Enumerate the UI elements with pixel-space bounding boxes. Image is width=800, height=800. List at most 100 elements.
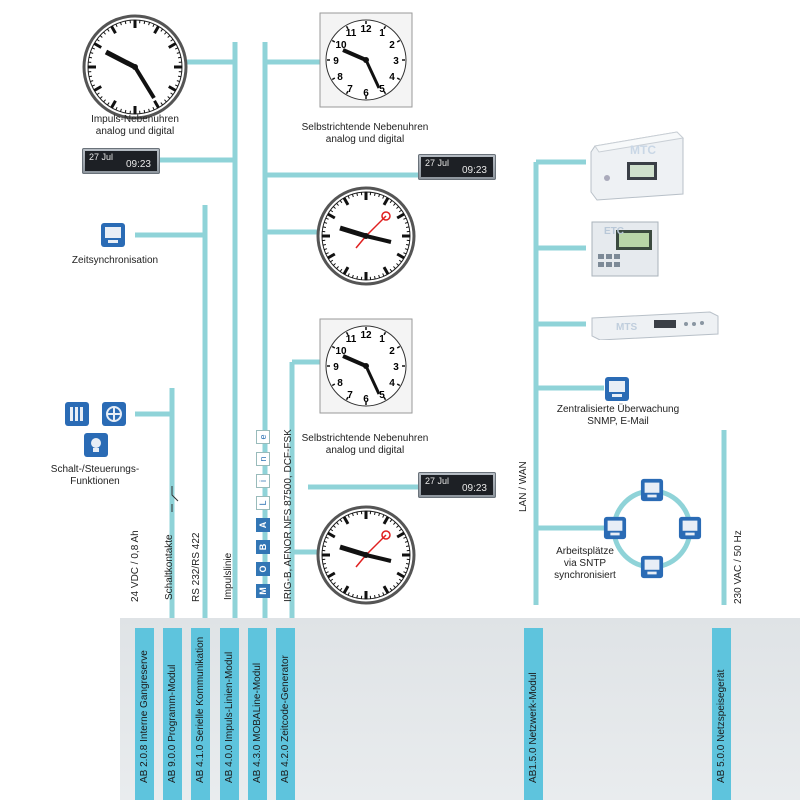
clock-tick	[332, 206, 336, 209]
label-lan: LAN / WAN	[518, 461, 529, 512]
monitor-icon	[101, 223, 125, 247]
clock-tick	[356, 595, 358, 599]
module-ab500: AB 5.0.0 Netzspeisegerät	[712, 628, 731, 800]
clock-tick	[342, 585, 350, 594]
clock-numeral: 10	[335, 40, 347, 51]
clock-tick	[322, 563, 326, 565]
clock-tick	[88, 75, 93, 78]
workstation-icon	[640, 478, 664, 502]
clock-tick	[406, 545, 410, 547]
clock-tick	[351, 274, 354, 279]
clock-tick	[383, 396, 387, 401]
mts-label: MTS	[616, 322, 637, 333]
mobaline-letter: B	[256, 540, 270, 554]
clock-tick	[389, 200, 393, 204]
clock-tick	[323, 567, 328, 570]
caption-impulse-clocks: Impuls-Nebenuhren analog und digital	[91, 114, 179, 137]
clock-tick	[93, 85, 102, 92]
module-label: AB 4.2.0 Zeitcode-Generator	[280, 655, 291, 783]
clock-tick	[330, 259, 334, 263]
clock-tick	[404, 248, 409, 251]
clock-tick	[160, 102, 164, 106]
module-ab420: AB 4.2.0 Zeitcode-Generator	[276, 628, 295, 800]
clock-tick	[322, 244, 326, 246]
clock-tick	[106, 102, 110, 106]
caption-central-monitoring: Zentralisierte Überwachung SNMP, E-Mail	[556, 404, 680, 427]
clock-tick	[167, 35, 171, 38]
module-label: AB 4.0.0 Impuls-Linien-Modul	[224, 651, 235, 783]
clock-tick	[398, 209, 402, 213]
clock-numeral: 8	[337, 378, 343, 389]
clock-tick	[396, 77, 401, 81]
clock-tick	[356, 192, 358, 196]
module-label: AB1.5.0 Netzwerk-Modul	[528, 672, 539, 783]
etc-master-clock: ETC	[591, 221, 659, 277]
clock-tick	[356, 511, 358, 515]
clock-tick	[168, 85, 177, 92]
clock-tick	[90, 80, 94, 82]
label-mains: 230 VAC / 50 Hz	[733, 530, 744, 604]
clock-tick	[404, 540, 409, 543]
digital-display-top-right: 27 Jul 09:23	[418, 154, 496, 180]
clock-numeral: 3	[393, 56, 399, 67]
clock-tick	[393, 521, 396, 525]
clock-tick	[325, 217, 329, 220]
clock-tick	[351, 193, 354, 198]
display-time: 09:23	[461, 483, 487, 494]
clock-tick	[403, 217, 407, 220]
clock-tick	[331, 345, 336, 349]
clock-tick	[96, 38, 100, 42]
clock-numeral: 2	[389, 40, 395, 51]
module-label: AB 9.0.0 Programm-Modul	[167, 664, 178, 783]
clock-tick	[115, 23, 118, 28]
clock-tick	[382, 195, 385, 199]
workstation-icon	[640, 555, 664, 579]
display-time: 09:23	[461, 165, 487, 176]
clock-tick	[325, 536, 329, 539]
clock-tick	[330, 528, 334, 532]
module-label: AB 5.0.0 Netzspeisegerät	[716, 669, 727, 783]
clock-tick	[332, 263, 336, 266]
clock-tick	[403, 252, 407, 255]
clock-tick	[382, 514, 385, 518]
clock-tick	[389, 587, 393, 591]
clock-tick	[153, 25, 160, 34]
clock-tick	[88, 56, 93, 59]
clock-tick	[351, 512, 354, 517]
clock-tick	[398, 528, 402, 532]
clock-tick	[336, 521, 339, 525]
caption-workstations: Arbeitsplätze via SNTP synchronisiert	[554, 546, 616, 581]
clock-tick	[160, 28, 164, 32]
clock-tick	[396, 531, 405, 539]
mobaline-letter: M	[256, 584, 270, 598]
clock-tick	[327, 571, 336, 579]
module-label: AB 2.0.8 Interne Gangreserve	[139, 650, 150, 783]
clock-tick	[345, 331, 349, 336]
clock-tick	[106, 28, 110, 32]
clock-tick	[339, 200, 343, 204]
clock-tick	[374, 595, 376, 599]
clock-tick	[398, 259, 402, 263]
clock-tick	[356, 276, 358, 280]
clock-tick	[336, 585, 339, 589]
clock-tick	[322, 545, 326, 547]
mobaline-letter: e	[256, 430, 270, 444]
caption-self-bottom: Selbstrichtende Nebenuhren analog und di…	[301, 433, 429, 456]
display-date: 27 Jul	[425, 158, 450, 168]
clock-tick	[403, 571, 407, 574]
clock-tick	[383, 90, 387, 95]
clock-tick	[389, 519, 393, 523]
mts-time-server: MTS	[591, 311, 719, 340]
clock-tick	[347, 514, 350, 518]
clock-tick	[330, 578, 334, 582]
clock-tick	[336, 202, 339, 206]
mobaline-letter: O	[256, 562, 270, 576]
clock-numeral: 4	[389, 378, 395, 389]
caption-time-sync: Zeitsynchronisation	[71, 255, 159, 266]
clock-tick	[342, 197, 350, 206]
clock-tick	[152, 106, 155, 111]
clock-tick	[143, 109, 146, 114]
clock-impulse-top	[82, 14, 188, 120]
clock-tick	[383, 331, 387, 336]
clock-tick	[91, 84, 96, 87]
